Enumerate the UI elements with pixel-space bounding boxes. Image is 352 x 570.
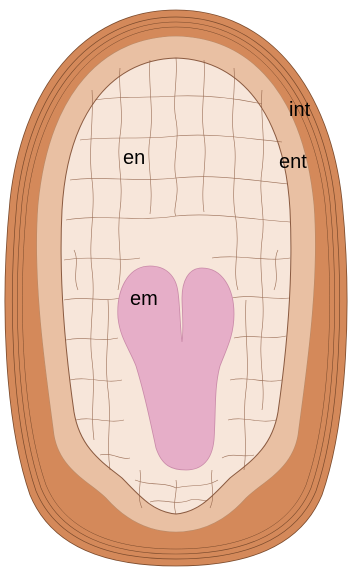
label-endothelium: ent bbox=[279, 151, 307, 173]
label-endosperm: en bbox=[123, 147, 145, 169]
label-embryo: em bbox=[130, 288, 158, 310]
label-integument: int bbox=[289, 99, 311, 121]
